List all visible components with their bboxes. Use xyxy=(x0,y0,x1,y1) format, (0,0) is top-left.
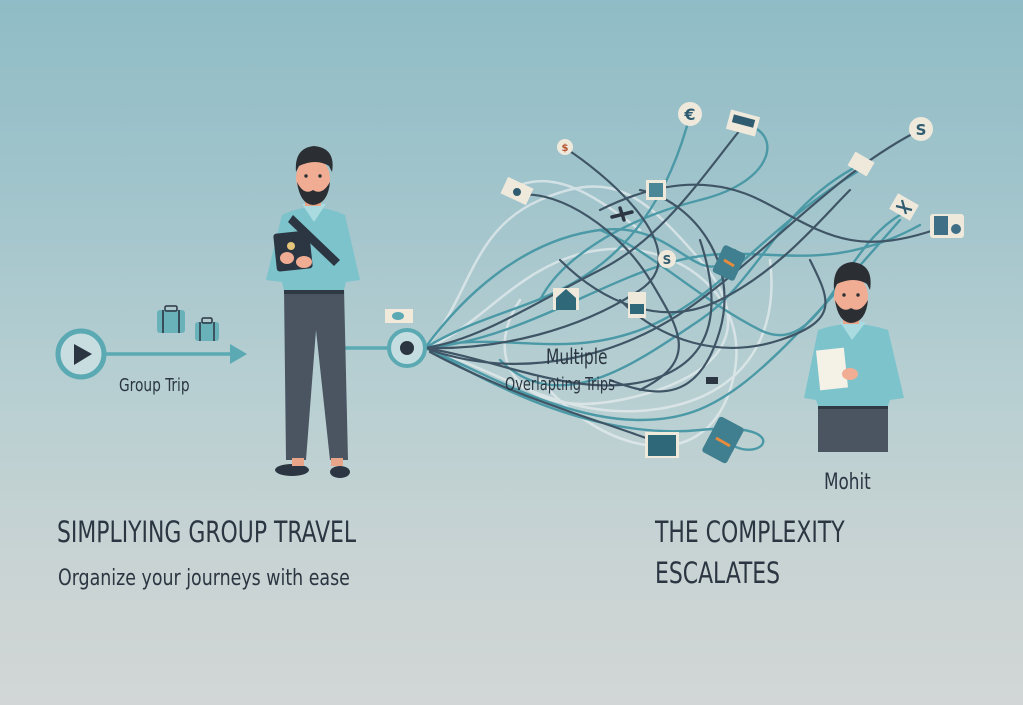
building-icon xyxy=(930,214,964,238)
cluster-label-line1: Multiple xyxy=(546,345,608,369)
right-title-line2: ESCALATES xyxy=(655,556,781,590)
map-icon xyxy=(628,292,646,318)
currency-icon: S xyxy=(658,250,676,268)
ticket-icon xyxy=(385,309,413,323)
group-trip-label: Group Trip xyxy=(119,375,190,396)
group-trip-timeline xyxy=(55,328,247,380)
svg-text:$: $ xyxy=(562,143,569,154)
bus-ticket-icon xyxy=(725,109,761,137)
hub-node xyxy=(387,328,427,368)
right-title-line1: THE COMPLEXITY xyxy=(655,515,845,549)
svg-text:S: S xyxy=(916,121,927,139)
arrow-head-icon xyxy=(230,344,247,364)
mohit-person xyxy=(804,262,904,452)
ticket-icon xyxy=(500,176,534,206)
traveler-person xyxy=(266,146,360,478)
airplane-icon xyxy=(610,206,634,222)
house-icon xyxy=(553,288,579,310)
cluster-label-line2: Overlapting Trips xyxy=(505,374,615,395)
luggage-icon xyxy=(157,305,219,341)
phone-icon xyxy=(702,416,744,464)
dollar-icon: $ xyxy=(557,139,573,155)
left-title: SIMPLIYING GROUP TRAVEL xyxy=(57,515,357,549)
euro-icon: € xyxy=(678,102,702,126)
phone-icon xyxy=(712,245,746,281)
luggage-icon xyxy=(706,377,718,384)
svg-text:S: S xyxy=(663,253,672,267)
left-subtitle: Organize your journeys with ease xyxy=(58,566,350,591)
svg-text:€: € xyxy=(683,105,695,124)
tangled-trip-lines xyxy=(423,113,942,451)
dollar-icon: S xyxy=(909,117,933,141)
airplane-ticket-icon xyxy=(889,193,919,221)
hotel-icon xyxy=(646,180,666,200)
building-icon xyxy=(645,432,679,458)
play-icon xyxy=(74,344,92,365)
person-name-label: Mohit xyxy=(824,470,871,495)
ticket-icon xyxy=(847,151,875,177)
